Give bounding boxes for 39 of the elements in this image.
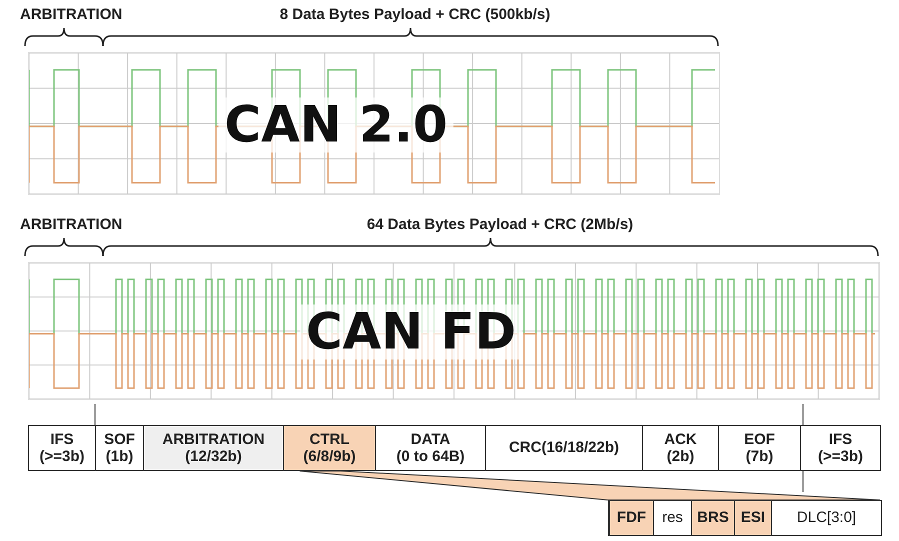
field-name: CTRL (310, 430, 350, 448)
frame-field-cell (375, 425, 486, 471)
field-size: (1b) (106, 448, 134, 466)
field-size: (7b) (746, 448, 774, 466)
frame-field-cell (718, 425, 801, 471)
field-size: (>=3b) (39, 448, 84, 466)
field-size: (6/8/9b) (303, 448, 356, 466)
sub-field-cell: BRS (691, 500, 735, 536)
protocol-title: CAN 2.0 (218, 97, 454, 152)
field-name: ARBITRATION (162, 430, 265, 448)
frame-field-cell (800, 425, 881, 471)
field-name: SOF (104, 430, 135, 448)
frame-field-cell (283, 425, 376, 471)
oscilloscope-trace (28, 262, 880, 400)
field-size: (12/32b) (185, 448, 242, 466)
field-size: (2b) (666, 448, 694, 466)
field-size: (>=3b) (818, 448, 863, 466)
section-label: ARBITRATION (20, 216, 122, 233)
field-name: EOF (744, 430, 775, 448)
sub-field-cell: FDF (609, 500, 654, 536)
field-name: IFS (828, 430, 852, 448)
field-name: CRC(16/18/22b) (508, 439, 620, 457)
protocol-title: CAN FD (300, 304, 522, 360)
payload-label: 8 Data Bytes Payload + CRC (500kb/s) (280, 6, 550, 23)
frame-field-cell (28, 425, 96, 471)
field-name: DATA (410, 430, 450, 448)
frame-field-cell (95, 425, 144, 471)
field-name: ACK (664, 430, 697, 448)
frame-field-cell (642, 425, 719, 471)
frame-field-cell (143, 425, 284, 471)
sub-field-cell: ESI (734, 500, 772, 536)
field-size: (0 to 64B) (396, 448, 465, 466)
payload-label: 64 Data Bytes Payload + CRC (2Mb/s) (366, 216, 634, 233)
oscilloscope-trace (28, 52, 720, 195)
zoom-wedge (299, 470, 880, 500)
frame-field-cell (485, 425, 643, 471)
section-label: ARBITRATION (20, 6, 122, 23)
control-field-breakdown (608, 500, 880, 536)
field-name: IFS (50, 430, 74, 448)
